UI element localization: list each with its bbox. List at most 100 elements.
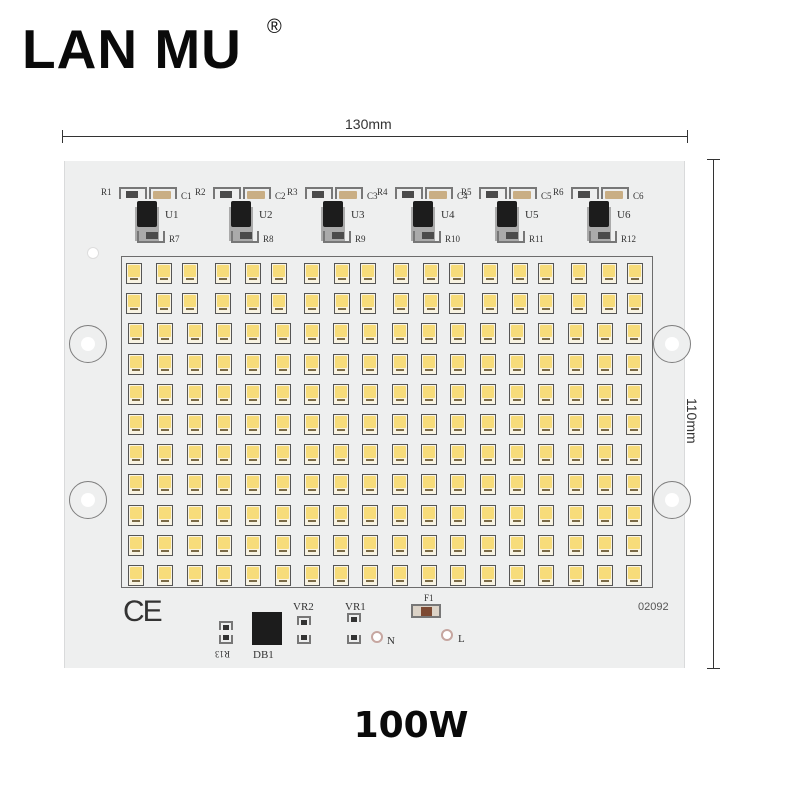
smd-led [304,293,320,315]
smd-led [421,534,437,556]
smd-led [508,534,525,556]
neutral-terminal [371,631,383,643]
smd-led [508,353,525,375]
smd-led [128,323,144,345]
smd-led [303,353,320,375]
resistor-label: R7 [169,234,180,244]
smd-led [362,504,379,526]
smd-led [245,293,261,315]
smd-led [362,323,379,345]
smd-led [186,323,203,345]
ic-label: U4 [441,209,455,221]
smd-led [333,565,350,586]
smd-led [421,323,437,345]
smd-led [421,565,437,586]
smd-led [450,323,467,345]
vr1-label: VR1 [345,601,366,613]
smd-led [482,293,498,315]
smd-led [128,565,144,586]
capacitor-label: C1 [181,191,192,201]
smd-led [157,444,174,466]
bridge-rectifier-chip [252,612,282,645]
capacitor-pad [149,187,177,199]
smd-led [303,534,320,556]
smd-led [571,263,587,284]
smd-led [157,474,174,496]
smd-led [449,293,465,315]
smd-led [245,414,262,435]
smd-led [393,293,409,315]
smd-led [245,383,262,405]
smd-led [333,534,350,556]
smd-led [626,414,643,435]
smd-led [215,263,231,284]
smd-led [274,504,291,526]
smd-led [393,263,409,284]
smd-led [450,353,467,375]
resistor-label: R1 [101,187,112,197]
smd-led [274,353,291,375]
smd-led [215,504,232,526]
smd-led [596,323,613,345]
smd-led [567,414,584,435]
smd-led [271,263,287,284]
capacitor-pad [335,187,363,199]
smd-led [156,293,172,315]
driver-ic-chip [589,201,609,227]
smd-led [538,504,555,526]
smd-led [245,263,261,284]
mounting-hole-right-top [653,325,691,363]
capacitor-label: C3 [367,191,378,201]
smd-led [186,414,203,435]
resistor-pad [119,187,147,199]
smd-led [362,414,379,435]
smd-led [421,414,437,435]
ic-label: U2 [259,209,273,221]
smd-led [508,565,525,586]
smd-led [538,414,555,435]
resistor-label: R9 [355,234,366,244]
power-rating-label: 100W [353,705,469,746]
smd-led [245,534,262,556]
smd-led [303,444,320,466]
smd-led [333,504,350,526]
smd-led [303,323,320,345]
r13-pad-top [219,621,233,630]
smd-led [479,383,496,405]
vr1-pad-bottom [347,635,361,644]
smd-led [479,353,496,375]
smd-led [215,444,232,466]
vr2-pad-top [297,616,311,625]
smd-led [596,565,613,586]
vr1-pad-top [347,613,361,622]
r13-label: R13 [215,649,231,659]
smd-led [186,474,203,496]
resistor-label: R10 [445,234,461,244]
smd-led [538,323,555,345]
smd-led [508,383,525,405]
height-dimension-label: 110mm [684,398,700,444]
smd-led [128,383,144,405]
smd-led [421,383,437,405]
smd-led [627,293,643,315]
resistor-pad [213,187,241,199]
resistor-label: R12 [621,234,637,244]
vr2-label: VR2 [293,601,314,613]
smd-led [627,263,643,284]
mounting-hole-left-bottom [69,481,107,519]
driver-ic-chip [413,201,433,227]
resistor-pad [497,231,525,243]
smd-led [512,293,528,315]
smd-led [391,414,408,435]
smd-led [626,353,643,375]
smd-led [596,414,613,435]
smd-led [157,353,174,375]
smd-led [479,414,496,435]
r13-pad-bottom [219,635,233,644]
smd-led [362,353,379,375]
smd-led [303,474,320,496]
